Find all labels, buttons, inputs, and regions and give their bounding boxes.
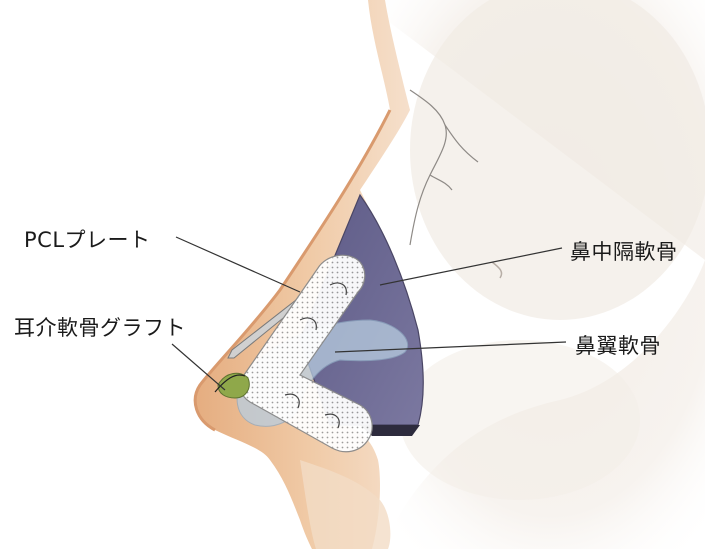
label-pcl-plate: PCLプレート (24, 228, 151, 252)
label-alar-cartilage: 鼻翼軟骨 (575, 334, 661, 358)
leader-alar (334, 341, 567, 353)
face-vein-lines (409, 89, 479, 246)
leader-septal (379, 247, 563, 286)
upper-lip (300, 460, 391, 549)
septal-cartilage (299, 193, 424, 436)
pcl-plate (227, 254, 373, 453)
label-ear-cartilage-graft: 耳介軟骨グラフト (14, 316, 186, 340)
label-septal-cartilage: 鼻中隔軟骨 (570, 240, 678, 264)
leader-pcl (175, 236, 301, 293)
face-background (360, 0, 705, 549)
ear-cartilage-graft (214, 372, 250, 399)
nostril-curve (491, 261, 503, 279)
leader-lines (171, 236, 567, 391)
leader-ear (171, 343, 226, 391)
